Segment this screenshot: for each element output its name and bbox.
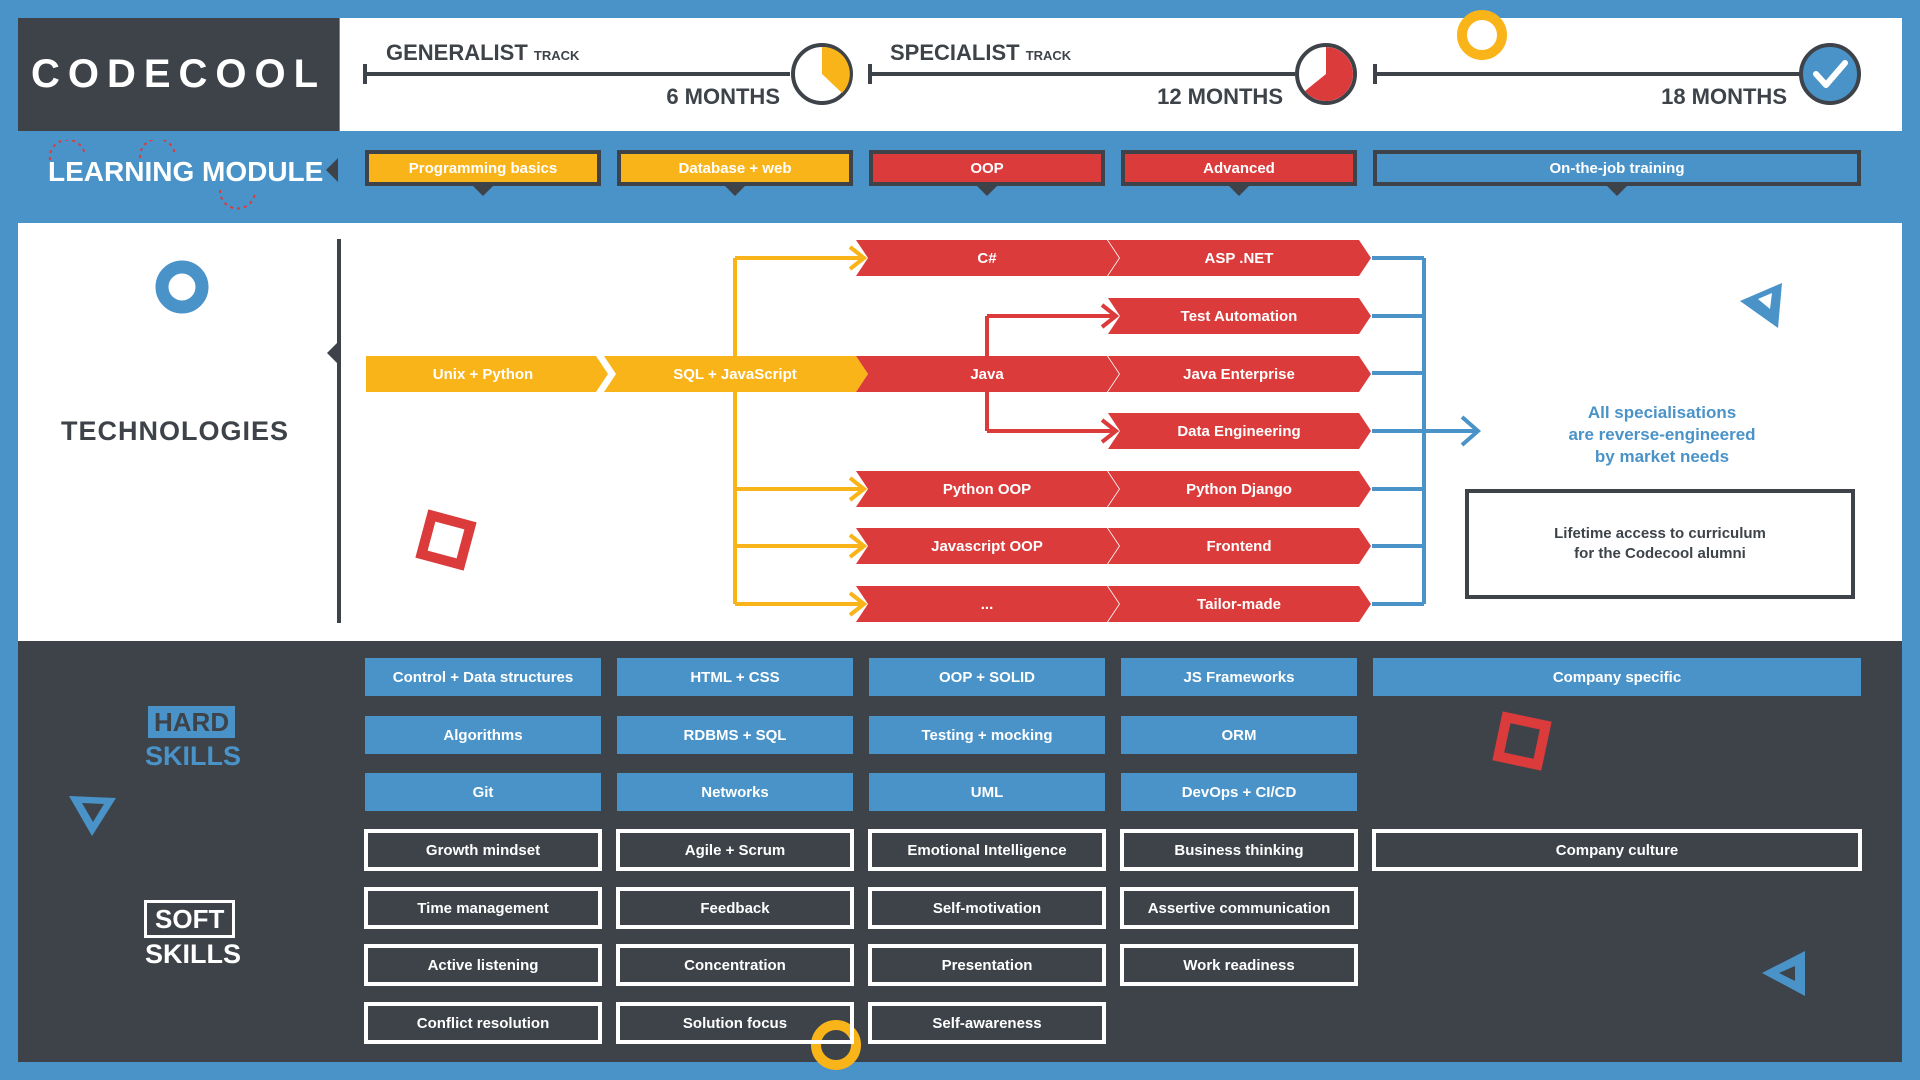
tech-label: Python OOP [943,481,1031,498]
soft-skill: Conflict resolution [364,1002,602,1044]
square-decoration-icon [1492,711,1552,771]
skills-decorations [69,711,1805,1070]
technologies-title: TECHNOLOGIES [60,416,289,446]
tech-label: Java Enterprise [1183,366,1295,383]
tech-label: ... [981,596,994,613]
clock-progress-icon [1295,43,1357,105]
clock-quarter-icon [791,43,853,105]
soft-skill: Presentation [868,944,1106,986]
soft-skill: Concentration [616,944,854,986]
hard-skill: UML [869,773,1105,811]
hard-skill: Networks [617,773,853,811]
generalist-duration: 6 MONTHS [666,84,780,109]
generalist-track: GENERALIST TRACK [386,40,580,65]
tech-label: Javascript OOP [931,538,1043,555]
specialist-track: SPECIALIST TRACK [890,40,1072,65]
tech-frontend [1108,528,1371,564]
tech-java-enterprise [1108,356,1371,392]
module-oop: OOP [869,150,1105,196]
pointer-icon [326,158,338,182]
ring-decoration-icon [1457,10,1507,60]
hard-skills-subtitle: SKILLS [145,741,242,771]
ring-decoration-icon [155,260,209,314]
technology-flow-diagram: Unix + Python SQL + JavaScript C# Java P… [155,239,1782,623]
pointer-icon [327,341,339,365]
tech-ellipsis [856,586,1119,622]
tech-label: Java [970,366,1004,383]
soft-skill: Company culture [1372,829,1862,871]
triangle-decoration-icon [69,796,116,836]
logo-panel [18,18,339,131]
hard-skills-title: HARD [148,706,236,738]
tech-label: Unix + Python [433,366,533,383]
specialisations-note: All specialisations are reverse-engineer… [1568,403,1756,466]
soft-skill: Feedback [616,887,854,929]
dots-decoration-icon [48,140,256,210]
tech-csharp [856,240,1119,276]
alumni-access-box: Lifetime access to curriculum for the Co… [1465,489,1855,599]
technologies-panel [18,223,1902,641]
square-decoration-icon [415,509,477,571]
hard-skill: Testing + mocking [869,716,1105,754]
hard-skill: OOP + SOLID [869,658,1105,696]
hard-skill: Control + Data structures [365,658,601,696]
tech-unix-python [366,356,608,392]
tech-label: SQL + JavaScript [673,366,797,383]
codecool-logo: CODECOOL [30,52,327,96]
tech-label: ASP .NET [1205,250,1274,267]
tech-label: Test Automation [1181,308,1298,325]
tech-label: Tailor-made [1197,596,1281,613]
triangle-decoration-icon [1740,283,1782,328]
tech-label: Python Django [1186,481,1292,498]
tech-label: C# [977,250,997,267]
blue-connectors [1372,256,1482,606]
tech-tailor-made [1108,586,1371,622]
triangle-decoration-icon [1762,951,1805,996]
soft-skill: Self-motivation [868,887,1106,929]
soft-skill: Time management [364,887,602,929]
hard-skill: RDBMS + SQL [617,716,853,754]
soft-skill: Solution focus [616,1002,854,1044]
soft-skill: Work readiness [1120,944,1358,986]
tech-data-engineering [1108,413,1371,449]
module-database-web: Database + web [617,150,853,196]
tech-label: Data Engineering [1177,423,1300,440]
soft-skills-title: SOFT [144,900,236,938]
check-complete-icon [1799,43,1861,105]
module-on-the-job-training: On-the-job training [1373,150,1861,196]
soft-skill: Agile + Scrum [616,829,854,871]
soft-skill: Business thinking [1120,829,1358,871]
ring-decoration-icon [811,1020,861,1070]
full-duration: 18 MONTHS [1661,84,1787,109]
module-programming-basics: Programming basics [365,150,601,196]
track-timeline [363,10,1861,105]
module-advanced: Advanced [1121,150,1357,196]
soft-skill: Growth mindset [364,829,602,871]
hard-skill: Algorithms [365,716,601,754]
hard-skill: HTML + CSS [617,658,853,696]
learning-module-title: LEARNING MODULE [48,156,324,187]
soft-skill: Emotional Intelligence [868,829,1106,871]
soft-skill: Active listening [364,944,602,986]
soft-skill: Self-awareness [868,1002,1106,1044]
soft-skill: Assertive communication [1120,887,1358,929]
tech-sql-javascript [604,356,868,392]
tech-javascript-oop [856,528,1119,564]
tech-python-oop [856,471,1119,507]
soft-skills-subtitle: SKILLS [145,939,242,969]
skills-panel [18,641,1902,1062]
tech-test-automation [1108,298,1371,334]
hard-skill: Company specific [1373,658,1861,696]
hard-skill: DevOps + CI/CD [1121,773,1357,811]
tech-python-django [1108,471,1371,507]
tech-java [856,356,1119,392]
hard-skill: Git [365,773,601,811]
tech-label: Frontend [1207,538,1272,555]
tech-asp-net [1108,240,1371,276]
hard-skill: ORM [1121,716,1357,754]
yellow-connectors [733,245,868,617]
hard-skill: JS Frameworks [1121,658,1357,696]
specialist-duration: 12 MONTHS [1157,84,1283,109]
